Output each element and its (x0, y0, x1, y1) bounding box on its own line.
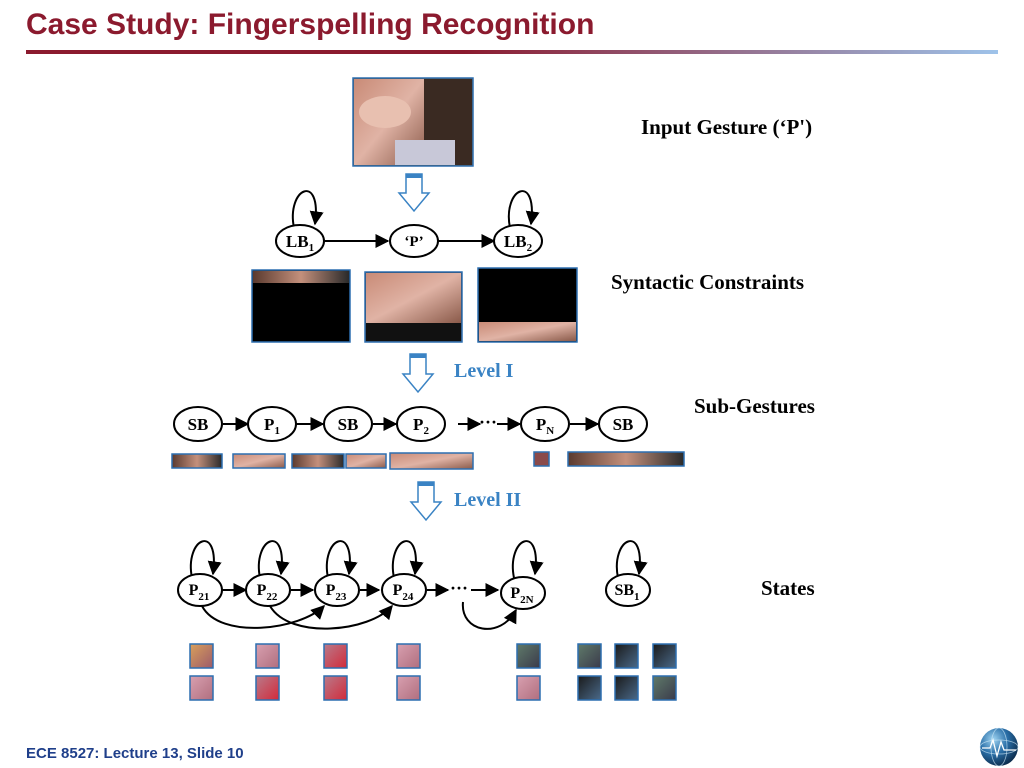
state-node-p24: P24 (381, 573, 427, 607)
state-node-p22: P22 (245, 573, 291, 607)
sub-node-sb-1: SB (173, 406, 223, 442)
sub-node-pn: PN (520, 406, 570, 442)
svg-text:P24: P24 (393, 582, 414, 603)
state-ellipsis: ··· (450, 578, 468, 598)
state-node-sb1: SB1 (605, 573, 651, 607)
block-down-arrow-icon (397, 173, 431, 213)
state-patches (189, 643, 677, 701)
svg-text:P22: P22 (257, 582, 278, 603)
sub-ellipsis: ··· (479, 412, 497, 432)
sub-node-sb-2: SB (323, 406, 373, 442)
input-gesture-label: Input Gesture (‘P') (641, 115, 812, 139)
slide-footer: ECE 8527: Lecture 13, Slide 10 (26, 745, 244, 762)
sub-node-p1: P1 (247, 406, 297, 442)
states-label: States (761, 576, 815, 600)
svg-text:P23: P23 (326, 582, 347, 603)
globe-logo-icon (979, 727, 1019, 767)
svg-text:SB: SB (613, 415, 634, 434)
svg-text:SB: SB (338, 415, 359, 434)
syntax-node-lb1: LB1 (275, 224, 325, 258)
svg-text:SB1: SB1 (614, 582, 639, 603)
svg-text:P2: P2 (413, 415, 429, 437)
title-rule-bar (26, 50, 998, 54)
input-gesture-photo (352, 77, 474, 167)
svg-text:‘P’: ‘P’ (404, 234, 423, 250)
svg-text:P1: P1 (264, 415, 280, 437)
level-2-label: Level II (454, 489, 521, 511)
syntax-self-loop-lb2 (507, 190, 540, 229)
title-rule (26, 50, 998, 54)
svg-text:P2N: P2N (510, 585, 533, 606)
syntax-frame-lb2 (477, 267, 578, 343)
sub-gestures-label: Sub-Gestures (694, 394, 815, 418)
block-down-arrow-icon (409, 481, 443, 522)
syntax-frame-p (364, 271, 463, 343)
state-skip-dots-2n (461, 601, 517, 630)
state-self-loops (189, 540, 648, 579)
syntax-self-loop-lb1 (291, 190, 324, 229)
sub-gesture-strip (171, 451, 685, 470)
block-down-arrow-icon (401, 353, 435, 394)
level-1-label: Level I (454, 360, 514, 382)
state-skip-21-23 (201, 605, 325, 629)
syntactic-constraints-label: Syntactic Constraints (611, 270, 804, 294)
svg-text:SB: SB (188, 415, 209, 434)
svg-text:LB1: LB1 (286, 232, 314, 254)
state-skip-22-24 (269, 604, 393, 630)
slide-title: Case Study: Fingerspelling Recognition (26, 8, 595, 41)
svg-text:P21: P21 (189, 582, 210, 603)
svg-text:PN: PN (536, 415, 554, 437)
svg-text:LB2: LB2 (504, 232, 533, 254)
syntax-node-p: ‘P’ (389, 224, 439, 258)
state-node-p23: P23 (314, 573, 360, 607)
state-node-p21: P21 (177, 573, 223, 607)
sub-node-p2: P2 (396, 406, 446, 442)
state-node-p2n: P2N (500, 576, 546, 610)
syntax-node-lb2: LB2 (493, 224, 543, 258)
sub-node-sb-3: SB (598, 406, 648, 442)
syntax-frame-lb1 (251, 269, 351, 343)
